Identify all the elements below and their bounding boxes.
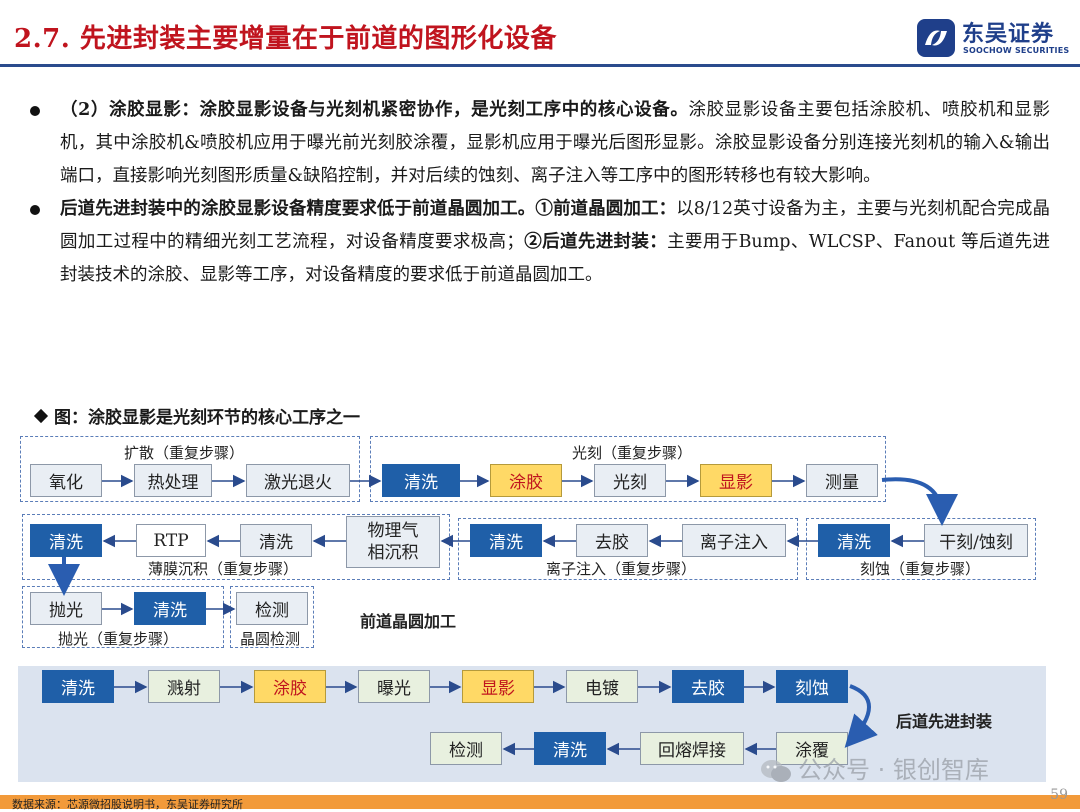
step-exposure: 曝光 [358,670,430,703]
step-polish: 抛光 [30,592,102,625]
logo-english-text: SOOCHOW SECURITIES [963,46,1070,55]
bullet-dot-icon [30,205,40,215]
step-rtp: RTP [136,524,206,557]
group-label-litho: 光刻（重复步骤） [572,444,693,462]
flow-arrows [48,474,958,756]
bullet-lead: （2）涂胶显影：涂胶显影设备与光刻机紧密协作，是光刻工序中的核心设备。 [60,100,689,120]
bullet-dot-icon [30,106,40,116]
footer-bar [0,795,1080,809]
step-plating: 电镀 [566,670,638,703]
step-measure: 测量 [806,464,878,497]
step-develop: 显影 [462,670,534,703]
step-clean: 清洗 [382,464,460,497]
step-inspect: 检测 [430,732,502,765]
step-pvd: 物理气相沉积 [346,516,440,568]
page-number: 59 [1050,787,1068,803]
step-inspect: 检测 [236,592,308,625]
data-source: 数据来源：芯源微招股说明书，东吴证券研究所 [12,798,243,811]
step-etch: 刻蚀 [776,670,848,703]
step-reflow: 回熔焊接 [640,732,744,765]
group-label-polish: 抛光（重复步骤） [58,630,179,648]
group-inspect [230,586,314,648]
watermark: 公众号 · 银创智库 [760,750,989,785]
bullet-text-2: 主要用于Bump、WLCSP、Fanout 等后道先进封装技术的涂胶、显影等工序… [60,232,1051,285]
group-label-film: 薄膜沉积（重复步骤） [148,560,299,578]
diamond-bullet-icon [33,408,49,424]
step-clean: 清洗 [42,670,114,703]
process-flow-diagram: 扩散（重复步骤） 光刻（重复步骤） 薄膜沉积（重复步骤） 离子注入（重复步骤） … [12,430,1050,790]
step-heat-treatment: 热处理 [134,464,212,497]
wechat-icon [761,760,791,782]
front-end-label: 前道晶圆加工 [360,612,457,631]
group-label-diffusion: 扩散（重复步骤） [124,444,245,462]
step-coating: 涂胶 [254,670,326,703]
step-lithography: 光刻 [594,464,666,497]
group-label-etch: 刻蚀（重复步骤） [860,560,981,578]
bullet-list: （2）涂胶显影：涂胶显影设备与光刻机紧密协作，是光刻工序中的核心设备。涂胶显影设… [30,94,1050,292]
step-clean-grey: 清洗 [240,524,312,557]
step-coat: 涂覆 [776,732,848,765]
step-laser-anneal: 激光退火 [246,464,350,497]
header-divider [0,64,1080,67]
step-clean: 清洗 [470,524,542,557]
step-strip: 去胶 [672,670,744,703]
bullet-item: 后道先进封装中的涂胶显影设备精度要求低于前道晶圆加工。①前道晶圆加工：以8/12… [30,193,1050,292]
slide-title: 2.7. 先进封装主要增量在于前道的图形化设备 [14,24,557,54]
step-coating: 涂胶 [490,464,562,497]
group-polish [22,586,224,648]
step-clean: 清洗 [818,524,890,557]
bullet-text: 涂胶显影设备主要包括涂胶机、喷胶机和显影机，其中涂胶机&喷胶机应用于曝光前光刻胶… [60,100,1050,186]
company-logo: 东吴证券 SOOCHOW SECURITIES [916,16,1072,60]
group-implant [458,518,798,580]
step-sputter: 溅射 [148,670,220,703]
logo-chinese-text: 东吴证券 [962,22,1055,47]
bullet-text: 以8/12英寸设备为主，主要与光刻机配合完成晶圆加工过程中的精细光刻工艺流程，对… [60,199,1051,252]
group-litho [370,436,886,502]
step-develop: 显影 [700,464,772,497]
step-clean: 清洗 [30,524,102,557]
group-diffusion [20,436,360,502]
step-dry-etch: 干刻/蚀刻 [924,524,1028,557]
bullet-lead: 后道先进封装中的涂胶显影设备精度要求低于前道晶圆加工。①前道晶圆加工： [60,199,677,219]
figure-caption: 图：涂胶显影是光刻环节的核心工序之一 [33,403,360,428]
step-oxidation: 氧化 [30,464,102,497]
step-ion-implant: 离子注入 [682,524,786,557]
group-label-implant: 离子注入（重复步骤） [546,560,697,578]
soochow-logo-icon [917,19,955,57]
bullet-item: （2）涂胶显影：涂胶显影设备与光刻机紧密协作，是光刻工序中的核心设备。涂胶显影设… [30,94,1050,193]
group-etch [806,518,1036,580]
back-end-label: 后道先进封装 [896,712,993,731]
group-label-inspect: 晶圆检测 [240,630,301,648]
step-clean: 清洗 [134,592,206,625]
step-strip: 去胶 [576,524,648,557]
slide-header: 2.7. 先进封装主要增量在于前道的图形化设备 东吴证券 SOOCHOW SEC… [0,0,1080,70]
bullet-lead-2: ②后道先进封装： [523,232,668,252]
step-clean: 清洗 [534,732,606,765]
